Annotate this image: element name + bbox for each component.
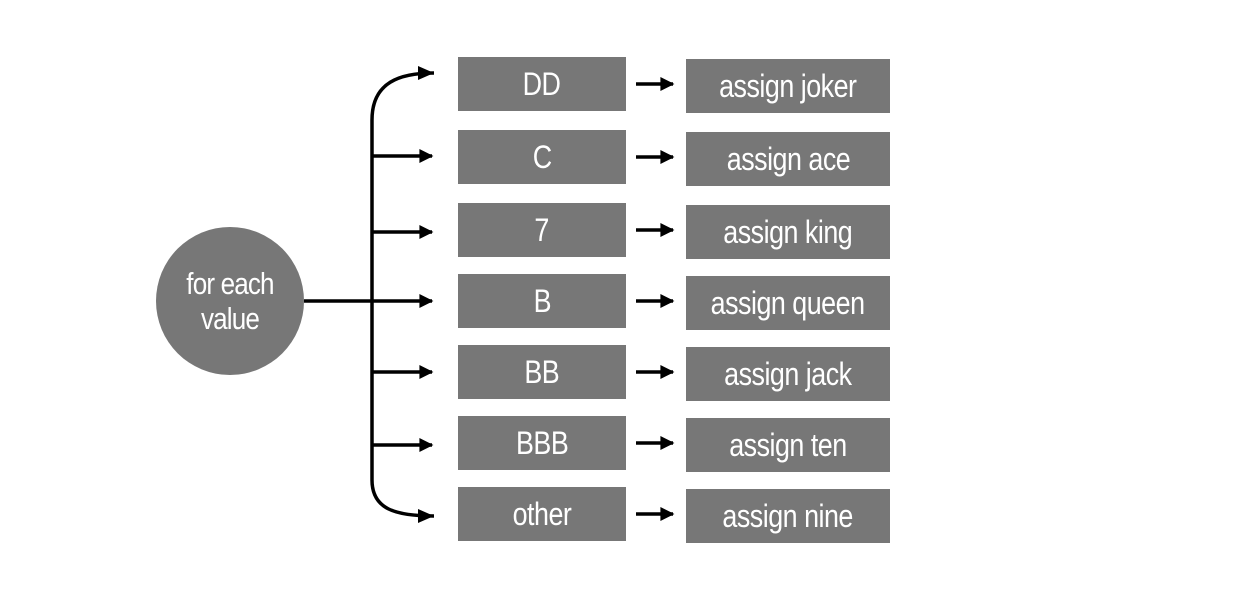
case-value-box-bbb: BBB [458,416,626,470]
case-value-label: C [532,138,552,175]
for-each-value-node: for each value [156,227,304,375]
case-value-box-c: C [458,130,626,184]
case-action-box-bbb: assign ten [686,418,890,472]
branch-bracket [370,71,435,518]
case-value-box-other: other [458,487,626,541]
case-value-label: 7 [534,211,550,248]
case-action-label: assign king [723,213,853,250]
case-action-label: assign joker [719,67,857,104]
case-value-label: DD [523,65,561,102]
case-value-box-bb: BB [458,345,626,399]
for-each-value-label: for each value [186,266,274,336]
case-value-box-b: B [458,274,626,328]
case-action-label: assign jack [724,355,852,392]
case-action-label: assign queen [711,284,865,321]
case-action-box-7: assign king [686,205,890,259]
case-action-box-dd: assign joker [686,59,890,113]
case-value-label: BBB [515,424,569,461]
case-value-label: BB [524,353,560,390]
case-value-box-7: 7 [458,203,626,257]
case-action-label: assign ace [726,140,850,177]
case-action-box-b: assign queen [686,276,890,330]
case-action-box-bb: assign jack [686,347,890,401]
bracket-end-arrowhead [418,66,434,80]
case-action-box-other: assign nine [686,489,890,543]
case-value-label: other [512,495,572,532]
case-action-label: assign nine [722,497,854,534]
case-value-box-dd: DD [458,57,626,111]
bracket-end-arrowhead [418,509,434,523]
case-action-box-c: assign ace [686,132,890,186]
case-value-label: B [533,282,551,319]
case-action-label: assign ten [729,426,847,463]
